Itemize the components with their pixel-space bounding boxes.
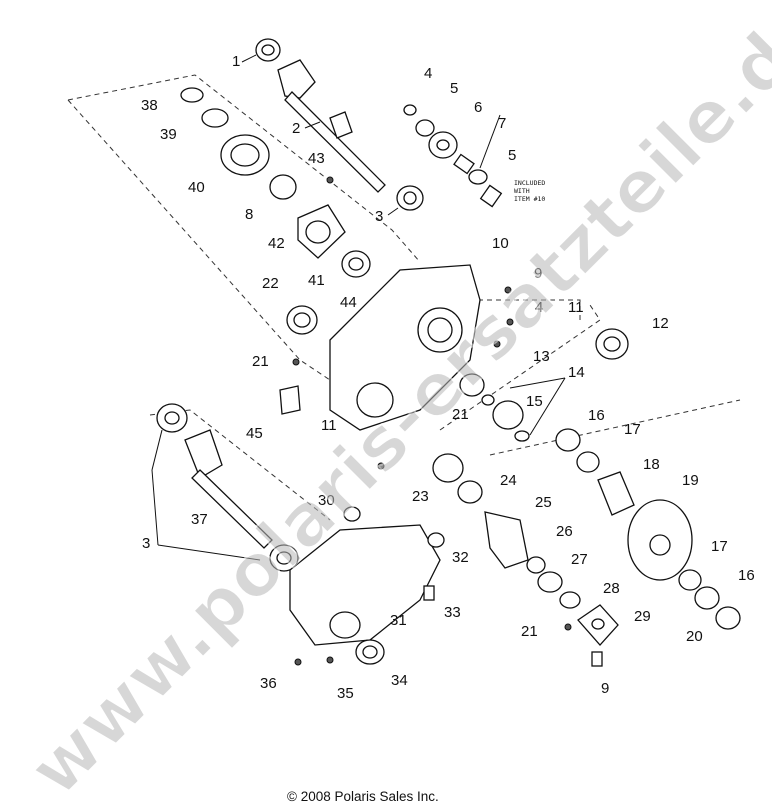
copyright-text: © 2008 Polaris Sales Inc. bbox=[287, 789, 439, 804]
callout-31: 31 bbox=[390, 612, 407, 629]
callout-18: 18 bbox=[643, 456, 660, 473]
callout-27: 27 bbox=[571, 551, 588, 568]
callout-5: 5 bbox=[450, 80, 458, 97]
callout-21: 21 bbox=[252, 353, 269, 370]
callout-11: 11 bbox=[568, 299, 584, 316]
callout-33: 33 bbox=[444, 604, 461, 621]
watermark: www.polaris-ersatzteile.de bbox=[13, 0, 772, 812]
callout-37: 37 bbox=[191, 511, 208, 528]
callout-4b: 4 bbox=[535, 299, 543, 316]
callout-43: 43 bbox=[308, 150, 325, 167]
callout-3: 3 bbox=[375, 208, 383, 225]
callout-15: 15 bbox=[526, 393, 543, 410]
upper-gear-group bbox=[180, 87, 371, 335]
callout-45: 45 bbox=[246, 425, 263, 442]
callout-38: 38 bbox=[141, 97, 158, 114]
input-shaft bbox=[255, 38, 424, 211]
callout-21b: 21 bbox=[452, 406, 469, 423]
callout-11b: 11 bbox=[321, 417, 337, 434]
small-parts-stack bbox=[403, 104, 503, 208]
note-line-3: ITEM #10 bbox=[514, 195, 545, 203]
callout-9: 9 bbox=[534, 265, 542, 282]
output-gear-train bbox=[459, 328, 741, 630]
callout-2: 2 bbox=[292, 120, 300, 137]
callout-5b: 5 bbox=[508, 147, 516, 164]
case-cover bbox=[289, 462, 445, 666]
callout-labels: 1 2 3 4 5 6 7 5 8 9 10 11 12 13 14 15 16… bbox=[141, 53, 755, 702]
callout-25: 25 bbox=[535, 494, 552, 511]
callout-7: 7 bbox=[498, 115, 506, 132]
callout-35: 35 bbox=[337, 685, 354, 702]
callout-19: 19 bbox=[682, 472, 699, 489]
callout-44: 44 bbox=[340, 294, 357, 311]
callout-16b: 16 bbox=[738, 567, 755, 584]
callout-22: 22 bbox=[262, 275, 279, 292]
callout-41: 41 bbox=[308, 272, 325, 289]
callout-28: 28 bbox=[603, 580, 620, 597]
callout-1: 1 bbox=[232, 53, 240, 70]
callout-9b: 9 bbox=[601, 680, 609, 697]
callout-20: 20 bbox=[686, 628, 703, 645]
callout-23: 23 bbox=[412, 488, 429, 505]
callout-6: 6 bbox=[474, 99, 482, 116]
callout-13: 13 bbox=[533, 348, 550, 365]
callout-39: 39 bbox=[160, 126, 177, 143]
main-case bbox=[279, 264, 514, 431]
callout-42: 42 bbox=[268, 235, 285, 252]
callout-34: 34 bbox=[391, 672, 408, 689]
callout-8: 8 bbox=[245, 206, 253, 223]
callout-12: 12 bbox=[652, 315, 669, 332]
note-line-1: INCLUDED bbox=[514, 179, 545, 187]
note-line-2: WITH bbox=[514, 187, 530, 195]
callout-29: 29 bbox=[634, 608, 651, 625]
callout-16: 16 bbox=[588, 407, 605, 424]
callout-10: 10 bbox=[492, 235, 509, 252]
callout-36: 36 bbox=[260, 675, 277, 692]
callout-24: 24 bbox=[500, 472, 517, 489]
callout-14: 14 bbox=[568, 364, 585, 381]
callout-4: 4 bbox=[424, 65, 432, 82]
lower-gear-group bbox=[432, 453, 619, 667]
included-note: INCLUDED WITH ITEM #10 bbox=[514, 179, 545, 203]
callout-26: 26 bbox=[556, 523, 573, 540]
callout-17: 17 bbox=[624, 421, 641, 438]
leader-lines bbox=[151, 54, 566, 561]
callout-40: 40 bbox=[188, 179, 205, 196]
callout-3b: 3 bbox=[142, 535, 150, 552]
callout-30: 30 bbox=[318, 492, 335, 509]
callout-32: 32 bbox=[452, 549, 469, 566]
countershaft bbox=[156, 403, 299, 572]
callout-17b: 17 bbox=[711, 538, 728, 555]
callout-21c: 21 bbox=[521, 623, 538, 640]
